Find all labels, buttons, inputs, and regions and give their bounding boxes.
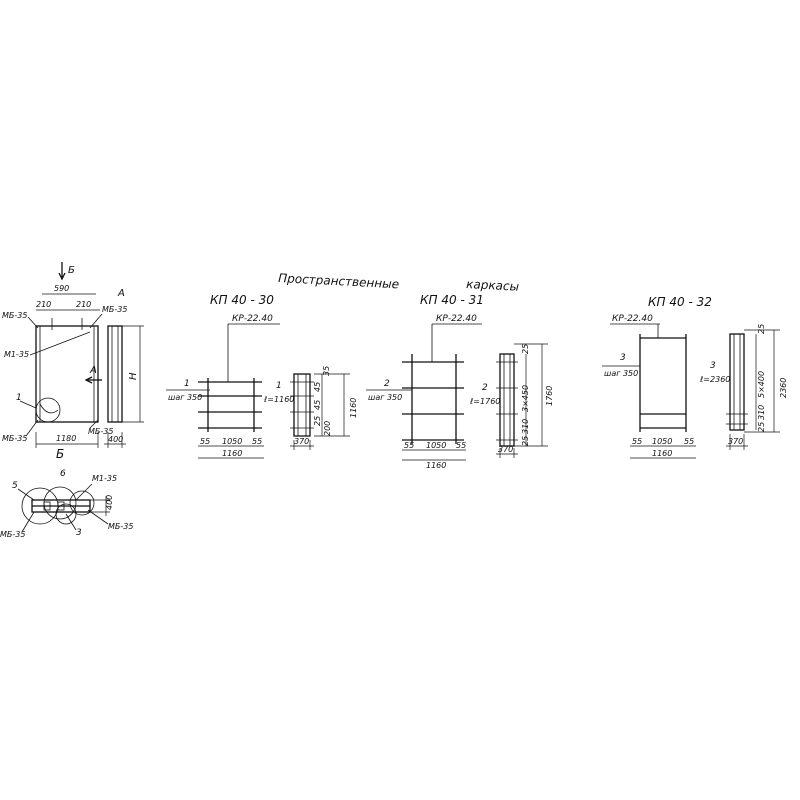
frame-3-pos: 3 — [620, 353, 626, 363]
detail-b-mark-6: 6 — [60, 469, 66, 479]
dim-210-right: 210 — [76, 300, 91, 309]
frame-2-side-pos: 2 — [482, 383, 488, 393]
detail-b-mark-m1-35: М1-35 — [92, 474, 117, 483]
frame-1-side-v0: 35 — [322, 366, 331, 376]
frame-3-dim-55a: 55 — [632, 437, 642, 446]
frame-1-title: КП 40 - 30 — [210, 293, 274, 307]
frame-1-side-width: 370 — [294, 437, 309, 446]
frame-3-side-v0: 25 — [757, 324, 766, 334]
frame-3-dim-55b: 55 — [684, 437, 694, 446]
frame-2-side-v0: 25 — [521, 344, 530, 354]
dim-1180: 1180 — [56, 434, 76, 443]
left-elevation: Б 590 210 210 МБ-35 МБ-35 М1-35 1 МБ-35 … — [2, 262, 144, 448]
frame-1-side-v2: 45 — [313, 400, 322, 410]
mark-mb35-top-right: МБ-35 — [102, 305, 127, 314]
dim-400-side: 400 — [108, 435, 123, 444]
frame-2-dim-1160: 1160 — [426, 461, 446, 470]
frame-kp40-30: КП 40 - 30 КР-22.40 1 шаг 350 55 1050 55… — [166, 293, 358, 459]
frame-1-dim-1160: 1160 — [222, 449, 242, 458]
frame-3-side-v3: 25 — [757, 422, 766, 432]
frame-3-side-width: 370 — [728, 437, 743, 446]
frame-1-side-v3: 25 — [313, 416, 322, 426]
frame-2-pos: 2 — [384, 379, 390, 389]
frame-2-step: шаг 350 — [368, 393, 402, 402]
frame-3-dim-1160: 1160 — [652, 449, 672, 458]
frame-kp40-32: КП 40 - 32 КР-22.40 3 шаг 350 55 1050 55… — [602, 295, 788, 459]
sheet-title-part1: Пространственные — [278, 271, 400, 291]
frame-3-side-pos: 3 — [710, 361, 716, 371]
detail-b-title: Б — [56, 447, 64, 461]
frame-2-side-v3: 25 — [521, 436, 530, 446]
frame-3-step: шаг 350 — [604, 369, 638, 378]
frame-2-dim-1050: 1050 — [426, 441, 446, 450]
dim-210-left: 210 — [36, 300, 51, 309]
frame-1-pos: 1 — [184, 379, 190, 389]
section-marker-b: Б — [68, 265, 75, 276]
mark-m1-35: М1-35 — [4, 350, 29, 359]
mark-mb35-top-left: МБ-35 — [2, 311, 27, 320]
frame-1-side-len: ℓ=1160 — [263, 395, 294, 404]
frame-1-step: шаг 350 — [168, 393, 202, 402]
frame-1-side-v1: 45 — [313, 382, 322, 392]
frame-3-side-total: 2360 — [779, 378, 788, 398]
frame-3-side-v2: 310 — [757, 405, 766, 420]
frame-kp40-31: КП 40 - 31 КР-22.40 2 шаг 350 55 1050 55… — [366, 293, 554, 470]
frame-2-side-total: 1760 — [545, 386, 554, 406]
frame-3-side-len: ℓ=2360 — [699, 375, 730, 384]
detail-b: Б 6 5 М1-35 МБ-35 МБ-35 3 400 — [0, 447, 133, 539]
frame-3-dim-1050: 1050 — [652, 437, 672, 446]
frame-2-side-len: ℓ=1760 — [469, 397, 500, 406]
frame-1-side-total: 1160 — [349, 398, 358, 418]
frame-3-kr: КР-22.40 — [612, 314, 653, 324]
frame-2-side-v2: 310 — [521, 419, 530, 434]
arrow-label-a: А — [89, 365, 97, 376]
frame-2-side-v1: 3×450 — [521, 385, 530, 412]
frame-1-side-v4: 200 — [323, 421, 332, 436]
frame-1-side-pos: 1 — [276, 381, 282, 391]
sheet-title-part2: каркасы — [466, 277, 520, 294]
detail-b-mark-3: 3 — [76, 528, 82, 538]
mark-pos-1: 1 — [16, 393, 22, 403]
frame-1-dim-55b: 55 — [252, 437, 262, 446]
dim-h: Н — [128, 372, 139, 380]
frame-3-side-v1: 5×400 — [757, 371, 766, 398]
detail-b-dim-400: 400 — [105, 495, 114, 510]
frame-1-dim-1050: 1050 — [222, 437, 242, 446]
dim-590: 590 — [54, 284, 69, 293]
frame-1-kr: КР-22.40 — [232, 314, 273, 324]
frame-2-dim-55b: 55 — [456, 441, 466, 450]
frame-2-dim-55a: 55 — [404, 441, 414, 450]
frame-3-title: КП 40 - 32 — [648, 295, 712, 309]
mark-mb35-bottom-left: МБ-35 — [2, 434, 27, 443]
detail-b-mark-mb35-left: МБ-35 — [0, 530, 25, 539]
frame-2-title: КП 40 - 31 — [420, 293, 484, 307]
frame-1-dim-55a: 55 — [200, 437, 210, 446]
view-label-a: А — [117, 288, 125, 299]
detail-b-mark-5: 5 — [12, 481, 18, 491]
mark-mb35-bottom-right: МБ-35 — [88, 427, 113, 436]
frame-2-kr: КР-22.40 — [436, 314, 477, 324]
frame-2-side-width: 370 — [498, 445, 513, 454]
detail-b-mark-mb35-right: МБ-35 — [108, 522, 133, 531]
